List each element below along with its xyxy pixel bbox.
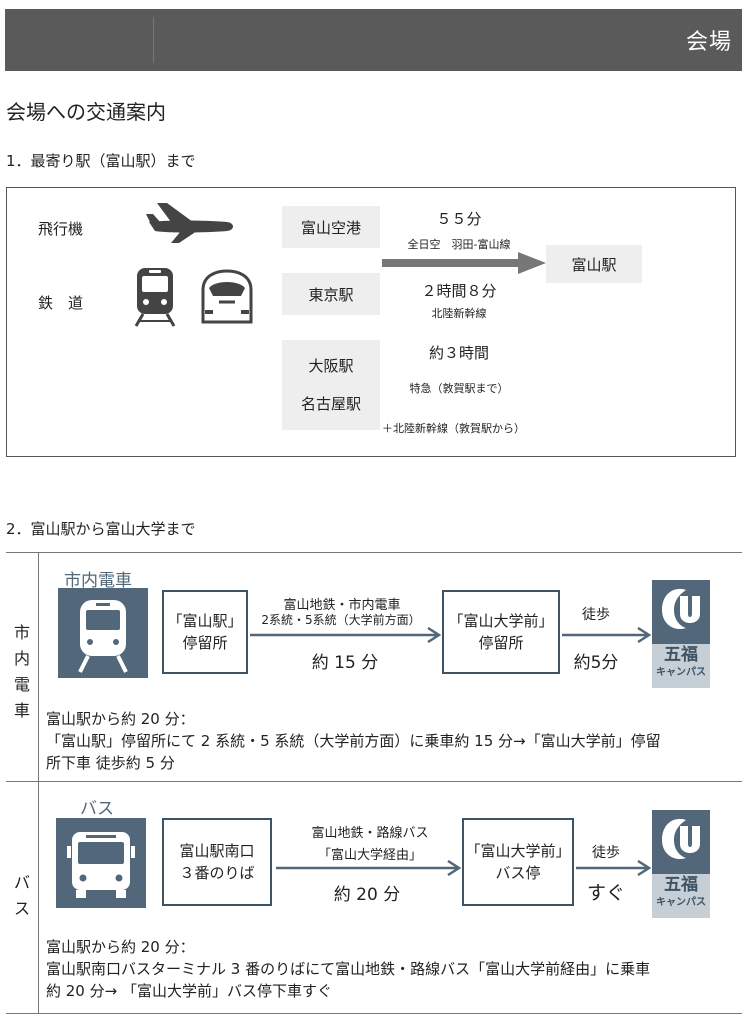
bus-campus-name: 五福 (664, 875, 698, 895)
bus-side-label: バ ス (13, 873, 30, 918)
air-time: ５５分 (436, 210, 482, 228)
header-bar: 会場 (5, 9, 742, 71)
campus-label-box: 五福 キャンパス (652, 874, 710, 918)
table-line-bottom (6, 1013, 742, 1014)
air-line: 全日空 羽田-富山線 (407, 238, 511, 251)
university-logo-icon (652, 580, 710, 644)
tram-from-box: 「富山駅」 停留所 (162, 590, 248, 674)
bus-to-box: 「富山大学前」 バス停 (462, 818, 574, 906)
tram-walk-label: 徒歩 (582, 607, 610, 623)
tram-walk-time: 約5分 (573, 653, 619, 673)
tram-line-name1: 富山地鉄・市内電車 (283, 598, 401, 613)
bus-walk-arrow (576, 860, 652, 876)
bus-walk-time: すぐ (586, 882, 625, 904)
header-divider (153, 17, 154, 63)
tram-line-name2: 2系統・5系統（大学前方面） (261, 613, 421, 627)
university-logo-icon (652, 810, 710, 874)
origin-osaka-station: 大阪駅 (308, 357, 354, 375)
osaka-line1: 特急（敦賀駅まで） (409, 382, 509, 395)
bus-description: 富山駅から約 20 分： 富山駅南口バスターミナル 3 番のりばにて富山地鉄・路… (46, 938, 651, 1000)
bus-mode-label: バス (80, 799, 114, 819)
bus-campus-sub: キャンパス (656, 897, 706, 908)
page-title: 会場への交通案内 (6, 100, 166, 124)
osaka-time: 約３時間 (428, 344, 489, 362)
airplane-icon (146, 203, 233, 243)
tram-campus-sub: キャンパス (656, 667, 706, 678)
tram-icon (58, 588, 148, 678)
bus-from-box: 富山駅南口 ３番のりば (162, 818, 272, 906)
bus-campus-badge: 五福 キャンパス (652, 810, 710, 918)
tram-campus-badge: 五福 キャンパス (652, 580, 710, 688)
tokyo-time: ２時間８分 (421, 282, 497, 300)
bus-walk-label: 徒歩 (592, 845, 620, 861)
osaka-line2: ＋北陸新幹線（敦賀駅から） (382, 422, 525, 435)
tram-description: 富山駅から約 20 分： 「富山駅」停留所にて 2 系統・5 系統（大学前方面）… (46, 710, 661, 772)
tram-to-box: 「富山大学前」 停留所 (442, 590, 560, 674)
bus-ride-arrow (276, 860, 462, 876)
tram-ride-time: 約 15 分 (311, 653, 379, 673)
section2-heading: 2．富山駅から富山大学まで (6, 520, 196, 538)
airplane-label: 飛行機 (38, 220, 84, 238)
tram-side-label: 市 内 電 車 (13, 623, 30, 720)
route-arrow (382, 252, 546, 274)
rail-label: 鉄 道 (38, 294, 84, 312)
tram-ride-arrow (250, 627, 442, 643)
tokyo-line: 北陸新幹線 (431, 307, 487, 320)
tram-walk-arrow (562, 627, 652, 643)
table-line-mid (6, 781, 742, 782)
table-vline (38, 552, 39, 1013)
table-line-top (6, 552, 742, 553)
bus-line-name2: 「富山大学経由」 (317, 848, 422, 863)
destination-toyama-station: 富山駅 (546, 245, 642, 283)
tram-mode-label: 市内電車 (64, 571, 132, 591)
origin-toyama-airport: 富山空港 (282, 206, 380, 248)
section1-box (6, 187, 736, 457)
campus-label-box: 五福 キャンパス (652, 644, 710, 688)
train-icon (134, 268, 176, 327)
origin-tokyo-station: 東京駅 (282, 273, 380, 315)
origin-osaka-nagoya: 大阪駅 名古屋駅 (282, 340, 380, 430)
section1-heading: 1．最寄り駅（富山駅）まで (6, 152, 196, 170)
header-title: 会場 (685, 30, 732, 55)
bus-ride-time: 約 20 分 (333, 885, 401, 905)
bus-line-name1: 富山地鉄・路線バス (311, 826, 429, 841)
tram-campus-name: 五福 (664, 645, 698, 665)
bus-icon (56, 818, 146, 908)
shinkansen-icon (201, 269, 253, 324)
origin-nagoya-station: 名古屋駅 (300, 395, 361, 413)
